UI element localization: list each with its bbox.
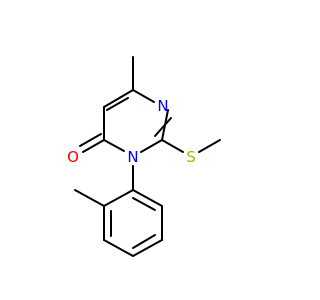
bond-c6-n1 — [132, 89, 155, 103]
atom-n1-label: N — [157, 97, 168, 115]
bond-ring-inner-c — [132, 197, 156, 211]
bond-c6-c5-inner — [106, 97, 129, 111]
bond-c4-o — [82, 139, 105, 153]
atom-oxygen-label: O — [67, 148, 79, 166]
bond-c6-c5 — [103, 89, 134, 108]
bond-c4-n3 — [103, 139, 125, 152]
bond-s-methyl — [198, 139, 221, 153]
atom-sulfur-label: S — [186, 148, 196, 166]
bond-n1-c2-inner — [154, 117, 172, 137]
atom-n3-label: N — [127, 148, 138, 166]
bond-ring-inner-b — [132, 234, 156, 249]
bond-aryl-methyl — [74, 189, 105, 207]
molecule-canvas: N N O S — [67, 56, 221, 257]
bond-c2-n3 — [140, 139, 163, 153]
bond-c2-s — [161, 139, 184, 153]
bond-ring-6-1 — [132, 189, 163, 207]
bond-ring-4-5 — [132, 239, 163, 257]
bond-ring-1-2 — [103, 189, 134, 207]
bond-c4-o-inner — [79, 133, 102, 147]
molecule-structure: N N O S — [67, 56, 221, 257]
bond-ring-3-4 — [103, 239, 134, 257]
